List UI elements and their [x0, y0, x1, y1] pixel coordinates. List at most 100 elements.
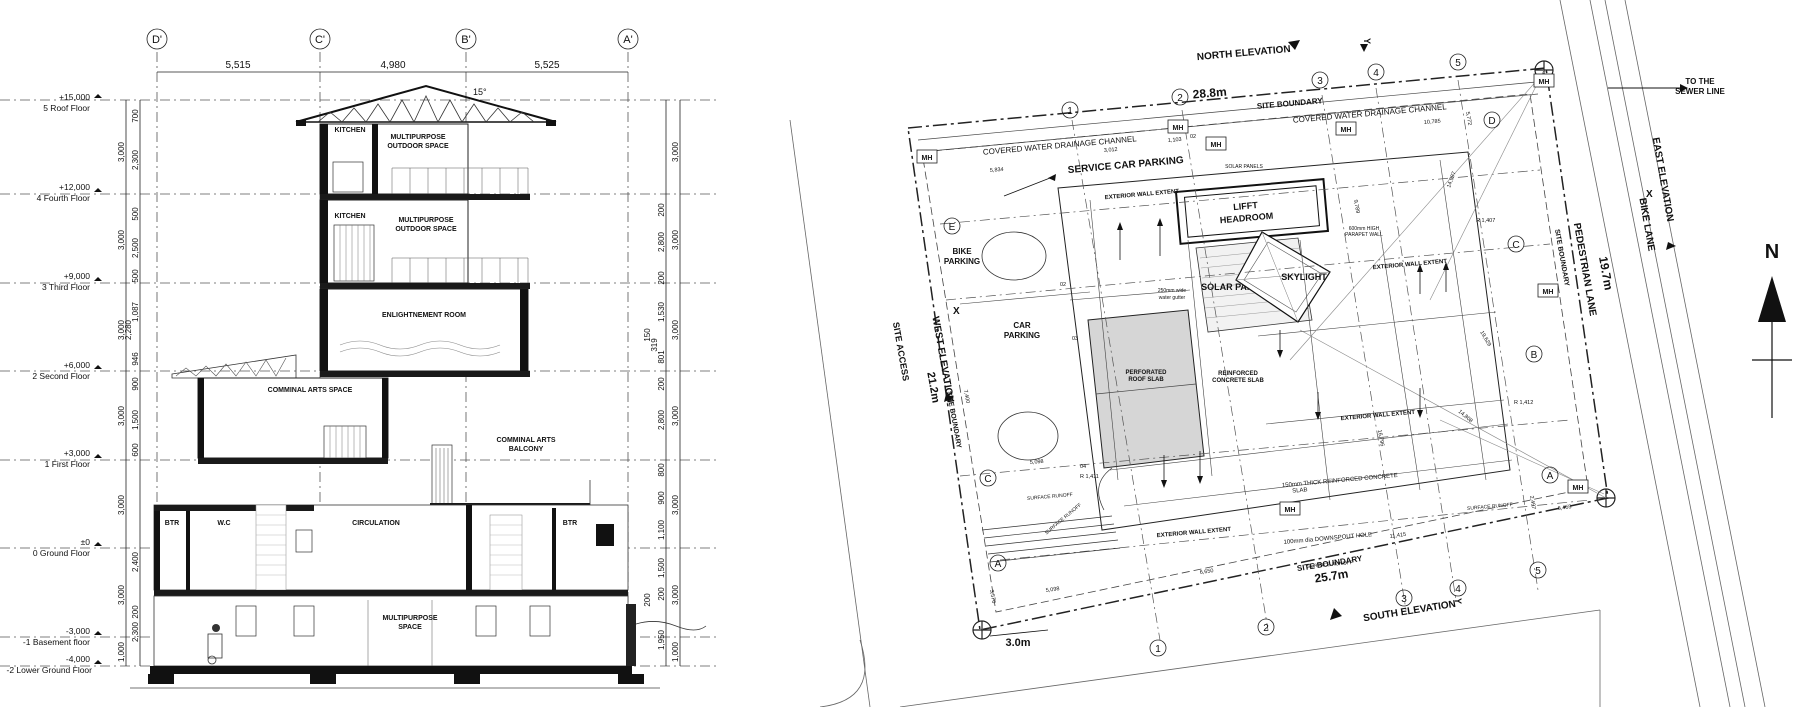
bike-parking-label-a: BIKE: [952, 247, 972, 256]
svg-text:600: 600: [131, 443, 140, 457]
ext-wall-3: EXTERIOR WALL EXTENT: [1341, 410, 1416, 423]
plan-grid-let-c: C: [979, 469, 997, 487]
svg-text:3,000: 3,000: [671, 141, 680, 162]
svg-text:A: A: [1547, 471, 1554, 482]
plan-grid-let-c2: C: [1507, 235, 1525, 253]
svg-text:-1 Basement floor: -1 Basement floor: [23, 637, 90, 647]
mh-icon: MH: [1173, 125, 1184, 132]
section-marker-y2: Y: [1453, 598, 1463, 604]
svg-text:14,808: 14,808: [1457, 409, 1474, 424]
room-outdoor-4b: OUTDOOR SPACE: [387, 143, 449, 150]
svg-text:19,629: 19,629: [1478, 330, 1492, 348]
svg-text:3,000: 3,000: [117, 229, 126, 250]
svg-text:+9,000: +9,000: [64, 271, 91, 281]
svg-text:PERFORATED: PERFORATED: [1126, 370, 1168, 376]
room-btr-left: BTR: [165, 520, 179, 527]
svg-text:HEADROOM: HEADROOM: [1219, 211, 1273, 226]
svg-text:-3,000: -3,000: [66, 626, 90, 636]
svg-text:BIKE LANE: BIKE LANE: [1636, 197, 1656, 252]
svg-text:02: 02: [1190, 134, 1196, 140]
car-parking-label-b: PARKING: [1004, 331, 1040, 340]
svg-text:3,000: 3,000: [671, 494, 680, 515]
x-marker-east: X: [1646, 189, 1653, 200]
plan-grid-num-2: 2: [1171, 88, 1189, 106]
plan-grid-num-5b: 5: [1529, 561, 1547, 579]
svg-text:1,000: 1,000: [117, 641, 126, 662]
downspout-label: 100mm dia DOWNSPOUT HOLE: [1283, 532, 1372, 546]
plan-grid-num-2b: 2: [1257, 618, 1275, 636]
svg-text:A: A: [995, 559, 1002, 570]
svg-text:+15,000: +15,000: [59, 92, 90, 102]
left-dims: 700 3,000 2,300 500 3,000 2,500 500 3,00…: [117, 109, 140, 662]
level-label-ground: ±0 0 Ground Floor: [33, 537, 90, 558]
svg-text:2 Second Floor: 2 Second Floor: [32, 371, 90, 381]
grid-label: C': [315, 34, 325, 46]
svg-text:2: 2: [1263, 623, 1269, 634]
svg-text:+6,000: +6,000: [64, 360, 91, 370]
svg-text:5,772: 5,772: [1464, 111, 1472, 126]
section-marker-x: X: [953, 306, 960, 317]
level-label-fourth: +12,000 4 Fourth Floor: [37, 182, 91, 203]
svg-text:EAST ELEVATION: EAST ELEVATION: [1650, 137, 1676, 223]
svg-text:+12,000: +12,000: [59, 182, 90, 192]
reinforced-label-a: REINFORCED: [1218, 371, 1258, 377]
svg-text:SOUTH ELEVATION: SOUTH ELEVATION: [1363, 599, 1457, 624]
surface-runoff-3: SURFACE RUNOFF: [1307, 560, 1353, 570]
section-grid-bubble-d: D': [146, 28, 168, 50]
svg-text:1,950: 1,950: [657, 629, 666, 650]
svg-text:801: 801: [657, 350, 666, 364]
svg-text:N: N: [1765, 241, 1779, 263]
plan-grid-let-a: A: [989, 554, 1007, 572]
svg-text:5,098: 5,098: [1045, 586, 1059, 594]
basement-windows: [235, 605, 551, 637]
svg-text:3,576: 3,576: [988, 589, 996, 604]
level-label-third: +9,000 3 Third Floor: [42, 271, 90, 292]
mh-icon: MH: [1573, 485, 1584, 492]
manholes: MH MH MH MH MH MH MH MH: [916, 73, 1589, 516]
room-multipurpose-b: SPACE: [398, 624, 422, 631]
car-parking-label-a: CAR: [1013, 321, 1031, 330]
svg-text:1,000: 1,000: [671, 641, 680, 662]
room-comminal-arts: COMMINAL ARTS SPACE: [268, 387, 353, 394]
section-marker-y: Y: [1362, 38, 1372, 44]
plan-grid-num-1b: 1: [1149, 639, 1167, 657]
building-section: D' C' B' A' 5,515 4,980 5,525 +15,000 5 …: [0, 28, 720, 689]
svg-text:5,098: 5,098: [1030, 459, 1044, 466]
room-circulation: CIRCULATION: [352, 520, 400, 527]
svg-text:2,800: 2,800: [657, 409, 666, 430]
svg-text:900: 900: [131, 377, 140, 391]
svg-text:1,100: 1,100: [657, 519, 666, 540]
room-outdoor-3a: MULTIPURPOSE: [398, 217, 453, 224]
svg-text:SOLAR PANELS: SOLAR PANELS: [1201, 282, 1271, 292]
svg-text:1,500: 1,500: [657, 557, 666, 578]
room-balcony-b: BALCONY: [509, 446, 544, 453]
surface-runoff-2: SURFACE RUNOFF: [1467, 502, 1513, 512]
svg-text:03: 03: [1072, 336, 1078, 342]
plan-grid-let-a2: A: [1541, 466, 1559, 484]
svg-text:3,000: 3,000: [671, 584, 680, 605]
svg-text:150: 150: [643, 328, 652, 342]
plan-grid-axes: [939, 79, 1591, 641]
mh-icon: MH: [1285, 507, 1296, 514]
level-label-second: +6,000 2 Second Floor: [32, 360, 90, 381]
svg-text:11,415: 11,415: [1389, 532, 1406, 540]
room-balcony-a: COMMINAL ARTS: [496, 437, 555, 444]
mh-icon: MH: [1211, 142, 1222, 149]
svg-text:700: 700: [131, 109, 140, 123]
solar-panels-small: SOLAR PANELS: [1225, 164, 1263, 170]
svg-text:E: E: [949, 222, 956, 233]
svg-text:R 1,412: R 1,412: [1514, 400, 1533, 406]
room-kitchen-4: KITCHEN: [334, 127, 365, 134]
svg-text:14,997: 14,997: [1446, 171, 1457, 189]
plan-grid-let-d: D: [1483, 111, 1501, 129]
svg-text:-4,000: -4,000: [66, 654, 90, 664]
svg-text:3 Third Floor: 3 Third Floor: [42, 282, 90, 292]
svg-text:2,300: 2,300: [131, 149, 140, 170]
svg-text:4: 4: [1455, 584, 1461, 595]
plan-grid-num-1: 1: [1061, 101, 1079, 119]
plan-dims: 5,834 3,012 1,103 10,785 5,772 14,997 R …: [962, 111, 1572, 604]
footings: [148, 674, 644, 684]
section-grid-bubble-c: C': [309, 28, 331, 50]
svg-text:1,087: 1,087: [131, 301, 140, 322]
